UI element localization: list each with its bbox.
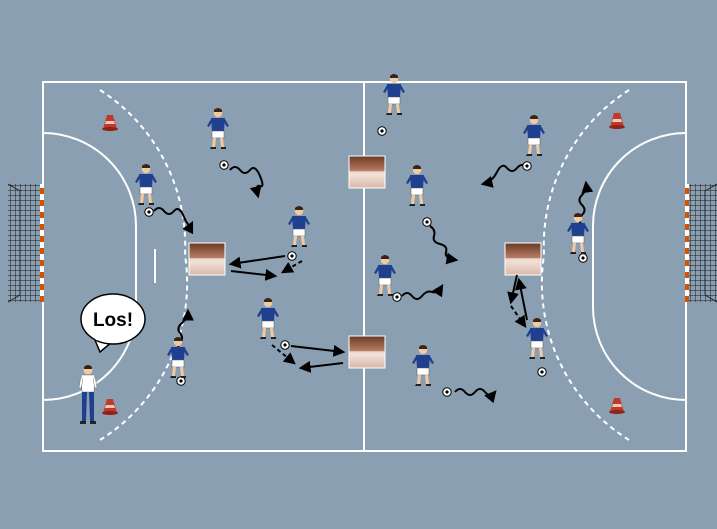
ball-icon [538,368,546,376]
ball-icon [393,293,401,301]
ball-icon [443,388,451,396]
ball-icon [523,162,531,170]
mini-box-icon [349,336,385,368]
ball-icon [378,127,386,135]
speech-bubble-text: Los! [93,310,133,331]
ball-icon [220,161,228,169]
ball-icon [145,208,153,216]
ball-icon [423,218,431,226]
mini-box-icon [189,243,225,275]
left-goal-icon [8,184,44,302]
ball-icon [177,377,185,385]
ball-icon [579,254,587,262]
mini-box-icon [349,156,385,188]
ball-icon [288,252,296,260]
right-goal-icon [685,184,717,302]
mini-box-icon [505,243,541,275]
ball-icon [281,341,289,349]
